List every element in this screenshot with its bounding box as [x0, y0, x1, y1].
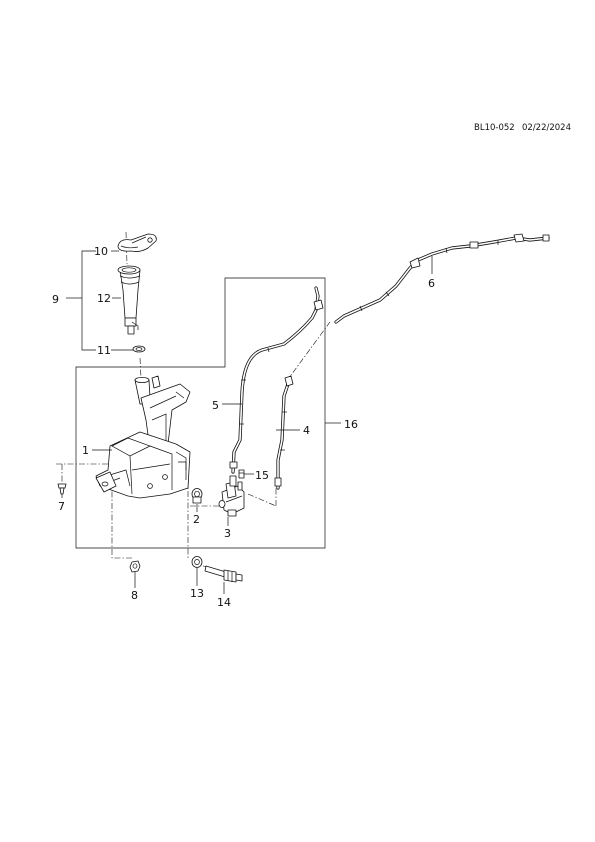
part-15-connector: [238, 469, 245, 479]
diagram-code: BL10-052: [474, 123, 515, 133]
part-6-long-washer-hose: [334, 233, 550, 324]
callout-14: 14: [217, 596, 231, 609]
part-8-nut: [129, 560, 141, 573]
callout-numbers: 10 9 12 11 1 5 4 16 6 15 7 2 3 8 13 14: [52, 245, 435, 609]
callout-5: 5: [212, 399, 219, 412]
callout-16: 16: [344, 418, 358, 431]
callout-1: 1: [82, 444, 89, 457]
part-5-washer-hose: [229, 286, 324, 474]
callout-4: 4: [303, 424, 310, 437]
part-7-clip: [57, 483, 67, 495]
leader-lines: [61, 250, 433, 594]
part-11-seal-ring: [132, 345, 146, 353]
part-1-washer-reservoir: [95, 375, 191, 499]
part-14-level-sensor: [204, 565, 243, 583]
part-2-grommet: [191, 488, 203, 504]
callout-12: 12: [97, 292, 111, 305]
part-12-filler-neck: [117, 265, 141, 335]
callout-6: 6: [428, 277, 435, 290]
callout-2: 2: [193, 513, 200, 526]
callout-7: 7: [58, 500, 65, 513]
callout-11: 11: [97, 344, 111, 357]
diagram-date: 02/22/2024: [522, 123, 571, 133]
assembly-16-boundary: [75, 277, 326, 549]
bracket-9: [81, 250, 96, 351]
callout-9: 9: [52, 293, 59, 306]
part-4-washer-hose: [274, 375, 294, 490]
part-13-grommet: [191, 556, 203, 568]
part-10-filler-cap: [117, 233, 157, 252]
callout-10: 10: [94, 245, 108, 258]
callout-15: 15: [255, 469, 269, 482]
callout-13: 13: [190, 587, 204, 600]
callout-8: 8: [131, 589, 138, 602]
part-3-washer-pump: [218, 475, 245, 517]
callout-3: 3: [224, 527, 231, 540]
